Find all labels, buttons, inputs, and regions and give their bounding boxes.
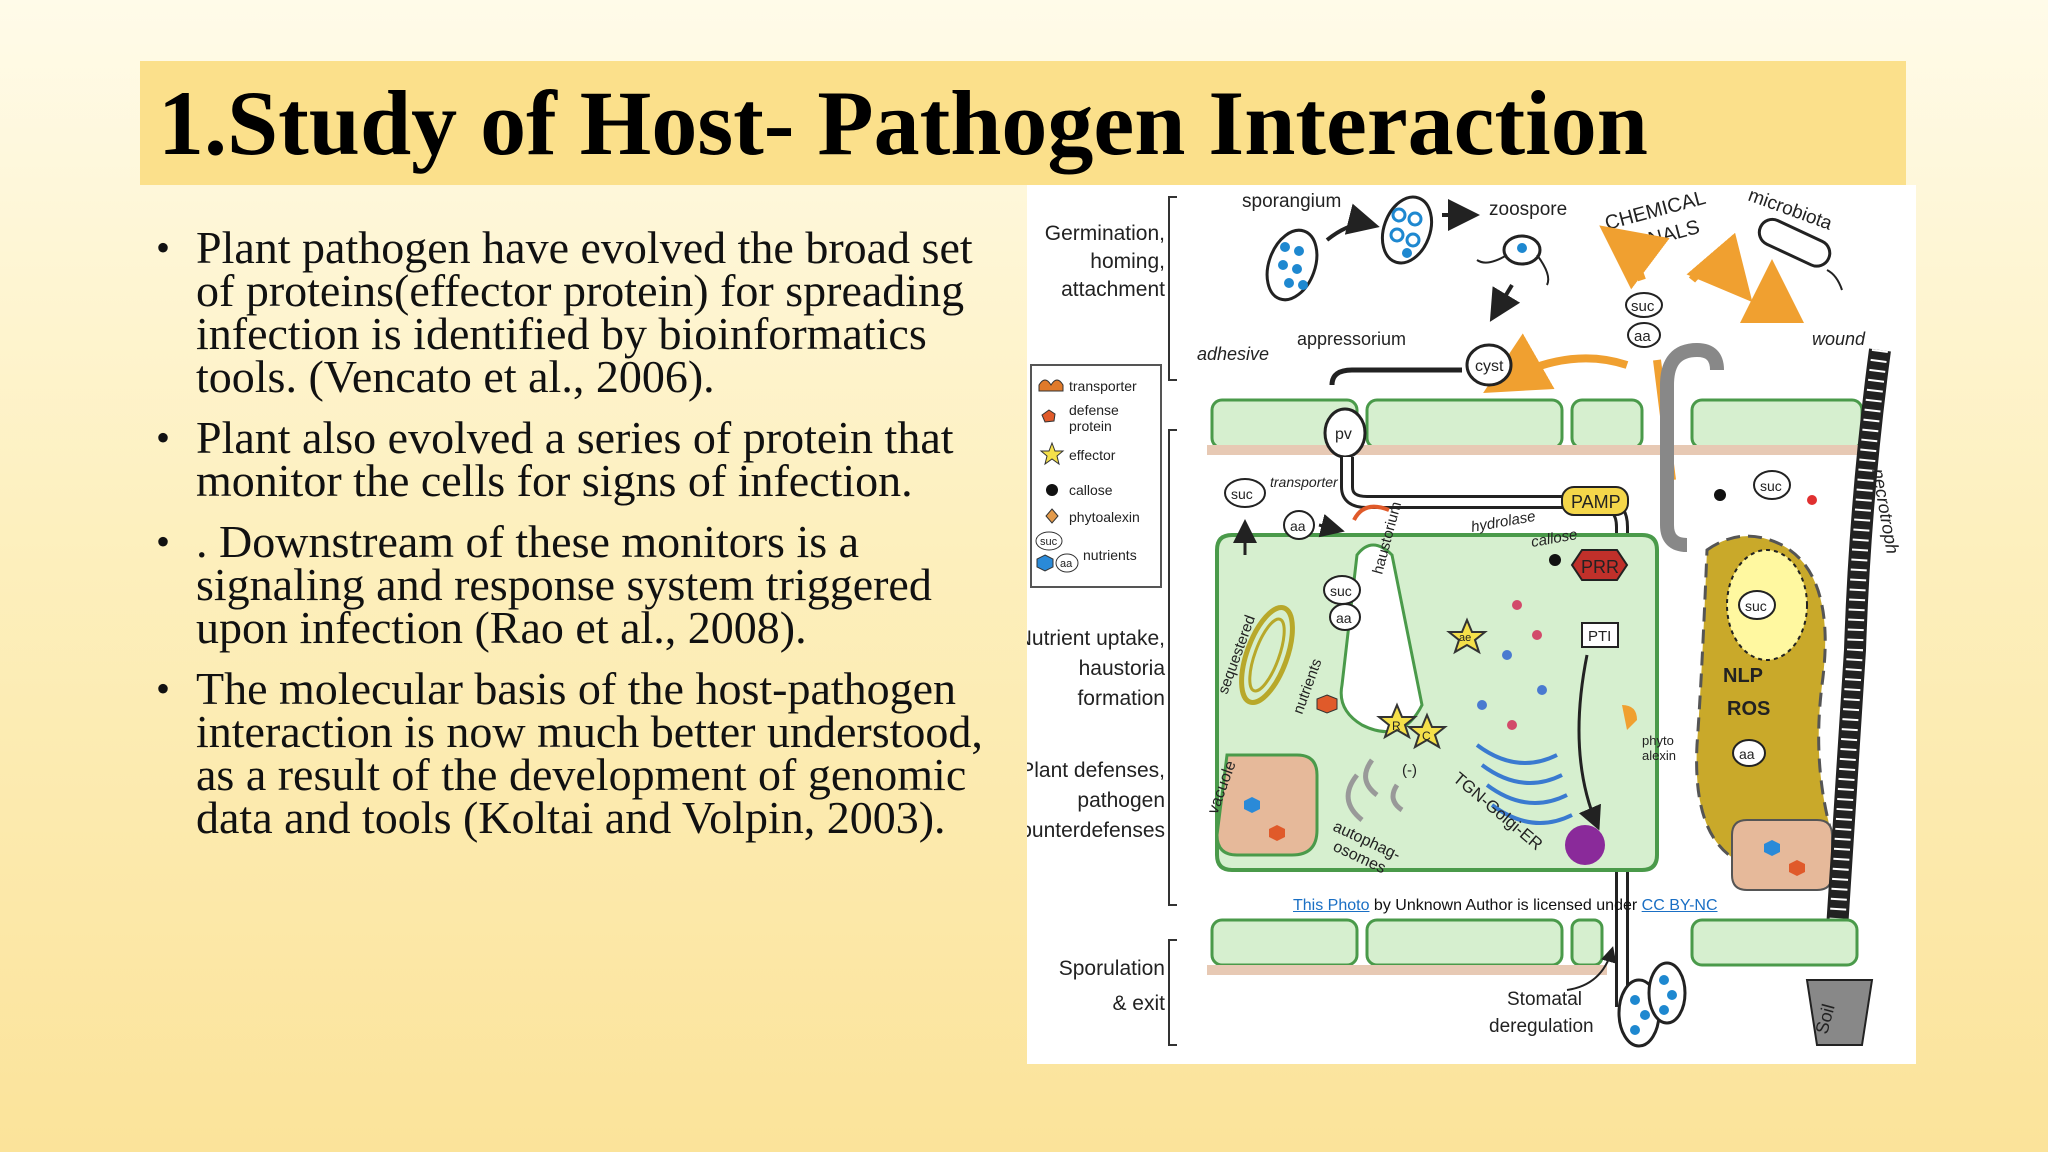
svg-text:attachment: attachment: [1061, 278, 1165, 301]
slide-title: 1.Study of Host- Pathogen Interaction: [158, 72, 1648, 174]
svg-text:suc: suc: [1745, 598, 1767, 614]
svg-text:deregulation: deregulation: [1489, 1016, 1594, 1037]
effector-icons: [1376, 617, 1488, 750]
photo-link[interactable]: This Photo: [1293, 897, 1370, 914]
svg-text:suc: suc: [1330, 583, 1352, 599]
svg-text:ROS: ROS: [1727, 698, 1770, 720]
svg-text:pathogen: pathogen: [1077, 789, 1165, 812]
svg-text:haustoria: haustoria: [1079, 657, 1166, 680]
lower-cell-layer: [1210, 918, 1859, 967]
svg-text:defense: defense: [1069, 402, 1119, 418]
svg-text:suc: suc: [1760, 478, 1782, 494]
svg-text:counterdefenses: counterdefenses: [1027, 819, 1165, 842]
svg-text:homing,: homing,: [1090, 250, 1165, 273]
stage-label-sporulation: Sporulation & exit: [1059, 957, 1165, 1015]
bullet-item: Plant pathogen have evolved the broad se…: [152, 225, 1012, 400]
vacuole-icon: [1215, 753, 1319, 857]
svg-text:wound: wound: [1812, 329, 1866, 349]
svg-text:phyto: phyto: [1642, 733, 1674, 748]
golgi-icon: [1475, 743, 1573, 825]
svg-text:transporter: transporter: [1069, 378, 1137, 394]
svg-text:formation: formation: [1077, 687, 1165, 710]
svg-text:PRR: PRR: [1581, 557, 1619, 577]
svg-text:phytoalexin: phytoalexin: [1069, 509, 1140, 525]
stage-label-defenses: Plant defenses, pathogen counterdefenses: [1027, 759, 1165, 842]
bullet-item: Plant also evolved a series of protein t…: [152, 415, 1012, 504]
svg-text:hydrolase: hydrolase: [1470, 508, 1537, 536]
svg-text:aa: aa: [1336, 610, 1352, 626]
svg-text:effector: effector: [1069, 447, 1116, 463]
svg-text:Stomatal: Stomatal: [1507, 989, 1582, 1010]
svg-text:appressorium: appressorium: [1297, 329, 1406, 349]
exit-sporangia-icon: [1617, 961, 1687, 1048]
vesicle-dots: [1477, 600, 1547, 730]
svg-text:Plant defenses,: Plant defenses,: [1027, 759, 1165, 782]
svg-text:callose: callose: [1069, 482, 1113, 498]
stage-brackets: [1168, 196, 1177, 1046]
sporangium-icon: [1265, 228, 1319, 302]
necrotroph-zone: [1695, 534, 1834, 891]
svg-text:suc: suc: [1040, 536, 1058, 548]
svg-text:Nutrient uptake,: Nutrient uptake,: [1027, 627, 1165, 650]
autophagosomes-icon: [1345, 758, 1404, 822]
upper-cell-layer: [1210, 398, 1864, 450]
svg-text:aa: aa: [1739, 746, 1755, 762]
svg-text:(-): (-): [1402, 762, 1417, 779]
svg-text:pv: pv: [1335, 426, 1352, 443]
bullet-item: The molecular basis of the host-pathogen…: [152, 666, 1012, 841]
pamp-icon: PAMP: [1561, 486, 1629, 516]
bullet-list: Plant pathogen have evolved the broad se…: [152, 225, 1012, 857]
svg-text:& exit: & exit: [1112, 992, 1165, 1015]
svg-text:zoospore: zoospore: [1489, 199, 1567, 220]
svg-text:Sporulation: Sporulation: [1059, 957, 1165, 980]
soil-icon: [1805, 979, 1874, 1046]
svg-text:NLP: NLP: [1723, 665, 1763, 687]
svg-text:suc: suc: [1631, 298, 1655, 315]
stage-label-nutrient: Nutrient uptake, haustoria formation: [1027, 627, 1165, 710]
legend-box: transporter defense protein effector cal…: [1030, 364, 1162, 588]
host-cell: [1215, 533, 1659, 872]
stage-label-germination: Germination, homing, attachment: [1045, 222, 1165, 301]
svg-text:Germination,: Germination,: [1045, 222, 1165, 245]
svg-text:adhesive: adhesive: [1197, 344, 1269, 364]
svg-text:alexin: alexin: [1642, 748, 1676, 763]
svg-text:suc: suc: [1231, 486, 1253, 502]
sporangium-dividing-icon: [1380, 195, 1434, 265]
svg-text:PAMP: PAMP: [1571, 492, 1621, 512]
host-pathogen-diagram: Germination, homing, attachment Nutrient…: [1027, 185, 1916, 1064]
svg-text:R: R: [1392, 719, 1401, 733]
bullet-item: . Downstream of these monitors is a sign…: [152, 519, 1012, 651]
svg-text:PTI: PTI: [1588, 628, 1611, 645]
svg-text:aa: aa: [1290, 518, 1306, 534]
svg-text:transporter: transporter: [1270, 474, 1339, 490]
image-credit: This Photo by Unknown Author is licensed…: [1293, 897, 1718, 915]
microbiota-icon: [1757, 217, 1843, 291]
prr-icon: PRR: [1570, 549, 1629, 581]
svg-text:cyst: cyst: [1475, 358, 1504, 375]
zoospore-icon: [1476, 234, 1550, 286]
svg-text:sporangium: sporangium: [1242, 191, 1341, 212]
title-banner: 1.Study of Host- Pathogen Interaction: [140, 61, 1906, 185]
cyst-icon: cyst: [1465, 343, 1513, 387]
credit-text: by Unknown Author is licensed under: [1369, 897, 1642, 914]
svg-text:C: C: [1422, 729, 1431, 743]
svg-text:aa: aa: [1060, 558, 1073, 570]
pv-icon: pv: [1323, 407, 1367, 459]
svg-text:aa: aa: [1634, 328, 1651, 345]
sequestered-nutrients-icon: [1239, 605, 1295, 705]
pti-icon: PTI: [1581, 622, 1619, 648]
svg-text:ae: ae: [1459, 632, 1471, 644]
svg-text:protein: protein: [1069, 418, 1112, 434]
license-link[interactable]: CC BY-NC: [1641, 897, 1718, 914]
svg-text:nutrients: nutrients: [1083, 547, 1137, 563]
